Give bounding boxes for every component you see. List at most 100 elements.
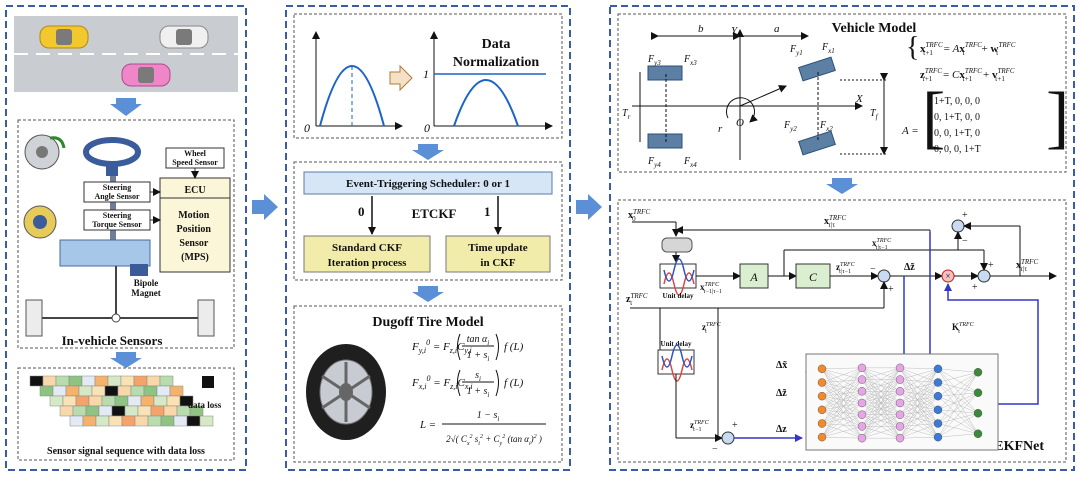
right-plot-one-label: 1 xyxy=(423,67,429,81)
nn-connection xyxy=(821,367,863,370)
nn-connection xyxy=(821,395,863,415)
etckf-box: Event-Triggering Scheduler: 0 or 1 0 1 E… xyxy=(293,161,563,281)
data-loss-cell xyxy=(111,405,126,417)
down-arrow-icon xyxy=(110,352,142,368)
etckf-label: ETCKF xyxy=(412,206,457,221)
ekfnet-label: EKFNet xyxy=(994,439,1044,454)
force-fy4: Fy4 xyxy=(647,156,661,169)
nn-node xyxy=(933,391,943,401)
signal-cell xyxy=(75,395,90,407)
a-block xyxy=(739,263,769,289)
axle-joint xyxy=(111,313,121,323)
nn-connection xyxy=(937,409,979,434)
sequence-label: Sensor signal sequence with data loss xyxy=(47,446,205,457)
nn-node xyxy=(895,410,905,419)
force-fx1: Fx1 xyxy=(821,42,835,55)
signal-cell xyxy=(42,375,57,387)
state-brace: { xyxy=(906,32,919,63)
delta-z-tilde-label: Δz̃ xyxy=(904,262,915,273)
nn-node xyxy=(857,433,867,443)
nn-node xyxy=(973,368,983,377)
fy-paren-right xyxy=(495,333,499,361)
delta-z-sum-icon xyxy=(721,431,735,445)
fx-equation: Fx,i0 = Fz,iCx,i xyxy=(411,374,473,391)
nn-node xyxy=(895,433,905,443)
nn-node xyxy=(817,378,827,387)
nn-connection xyxy=(899,367,939,410)
nn-node xyxy=(817,432,827,442)
nn-connection xyxy=(821,379,863,397)
signal-grid xyxy=(29,375,214,427)
nn-connection xyxy=(899,368,939,380)
nn-connection xyxy=(861,367,901,392)
down-arrow-icon xyxy=(412,286,444,302)
steering-column xyxy=(110,176,116,242)
nn-connection xyxy=(899,391,939,397)
vehicle-title: Vehicle Model xyxy=(832,21,917,36)
sum-sign: + xyxy=(732,420,738,431)
down-arrow-icon xyxy=(826,178,858,194)
nn-connection xyxy=(861,367,901,415)
signal-cell xyxy=(52,385,67,397)
tire-equations: Fy,i0 = Fz,iCy,i tan αi 1 + si f (L) Fx,… xyxy=(411,333,546,447)
branch-zero-label: 0 xyxy=(358,204,365,219)
signal-cell xyxy=(166,395,181,407)
right-plot-zero-label: 0 xyxy=(424,121,430,135)
signal-cell xyxy=(117,385,132,397)
signal-cell xyxy=(120,375,135,387)
nn-connection xyxy=(821,391,863,438)
nn-connection xyxy=(821,409,863,427)
nn-connection xyxy=(821,382,863,439)
nn-connection xyxy=(937,382,979,393)
nn-connection xyxy=(899,382,939,415)
nn-connection xyxy=(899,382,939,392)
signal-cell xyxy=(95,415,110,427)
state-diff-sum-icon xyxy=(951,219,965,233)
y-axis-label: Y xyxy=(731,25,739,37)
nn-connection xyxy=(861,367,901,380)
nn-node xyxy=(895,387,905,396)
signal-cell xyxy=(91,385,106,397)
dim-a-label: a xyxy=(774,23,780,35)
dim-b-label: b xyxy=(698,23,704,35)
nn-node xyxy=(933,378,943,387)
force-fy2: Fy2 xyxy=(783,120,797,133)
nn-node xyxy=(933,419,943,428)
delay-wave-icon xyxy=(661,344,693,368)
unit-delay-label-2: Unit delay xyxy=(661,340,692,348)
nn-connection xyxy=(899,402,939,424)
nn-connection xyxy=(937,392,979,411)
nn-connection xyxy=(899,414,939,424)
signal-cell xyxy=(130,385,145,397)
nn-connection xyxy=(861,367,901,404)
panel-ekfnet: Vehicle Model X Y O r b a Tr Tf xyxy=(609,5,1075,471)
nn-connection xyxy=(821,368,863,380)
nn-connection xyxy=(899,367,939,370)
signal-cell xyxy=(150,405,165,417)
nn-connection xyxy=(861,426,901,439)
signal-cell xyxy=(163,405,178,417)
sum-sign: + xyxy=(972,282,978,293)
memory-icon xyxy=(661,237,693,253)
front-left-tire-icon xyxy=(798,56,836,82)
nn-connection xyxy=(937,423,979,434)
fx-paren-left xyxy=(457,369,461,397)
nn-connection xyxy=(821,368,863,404)
nn-connection xyxy=(899,379,939,424)
signal-cell xyxy=(85,405,100,417)
right-arrow-icon xyxy=(252,194,278,220)
signal-cell xyxy=(107,375,122,387)
nn-connection xyxy=(821,423,863,427)
nn-connection xyxy=(821,379,863,383)
ecu-box xyxy=(159,177,231,273)
data-loss-cell xyxy=(186,415,201,427)
yaw-rate-label: r xyxy=(718,123,723,135)
